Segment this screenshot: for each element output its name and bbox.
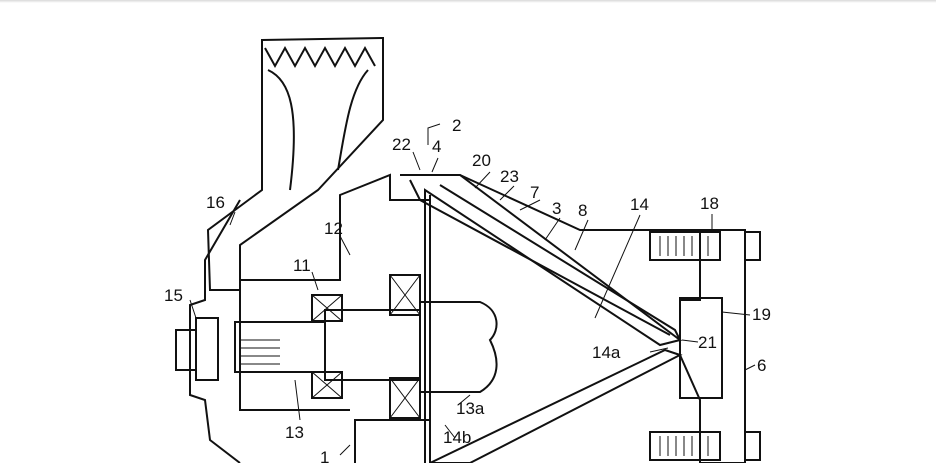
cone-rotor xyxy=(400,174,683,463)
label-21: 21 xyxy=(698,333,717,352)
label-22: 22 xyxy=(392,135,411,154)
label-19: 19 xyxy=(752,305,771,324)
label-14b: 14b xyxy=(443,428,471,447)
label-13a: 13a xyxy=(456,399,485,418)
label-18: 18 xyxy=(700,194,719,213)
label-13: 13 xyxy=(285,423,304,442)
label-23: 23 xyxy=(500,167,519,186)
bearings xyxy=(311,274,421,419)
casing xyxy=(459,174,761,463)
leader-lines xyxy=(189,123,756,456)
shaft xyxy=(234,301,498,393)
label-16: 16 xyxy=(206,193,225,212)
label-3: 3 xyxy=(552,199,561,218)
label-4: 4 xyxy=(432,137,441,156)
pulley xyxy=(206,36,384,291)
label-20: 20 xyxy=(472,151,491,170)
label-11: 11 xyxy=(293,256,311,275)
label-6: 6 xyxy=(757,356,766,375)
label-12: 12 xyxy=(324,219,343,238)
label-8: 8 xyxy=(578,201,587,220)
label-7: 7 xyxy=(530,183,539,202)
housing xyxy=(175,173,431,463)
label-15: 15 xyxy=(164,286,183,305)
top-edge xyxy=(0,0,936,3)
label-1: 1 xyxy=(320,448,329,463)
label-14a: 14a xyxy=(592,343,621,362)
label-14: 14 xyxy=(630,195,649,214)
reference-labels: 2 22 4 20 23 7 3 8 14 18 16 12 11 15 19 … xyxy=(164,116,771,463)
label-2: 2 xyxy=(452,116,461,135)
